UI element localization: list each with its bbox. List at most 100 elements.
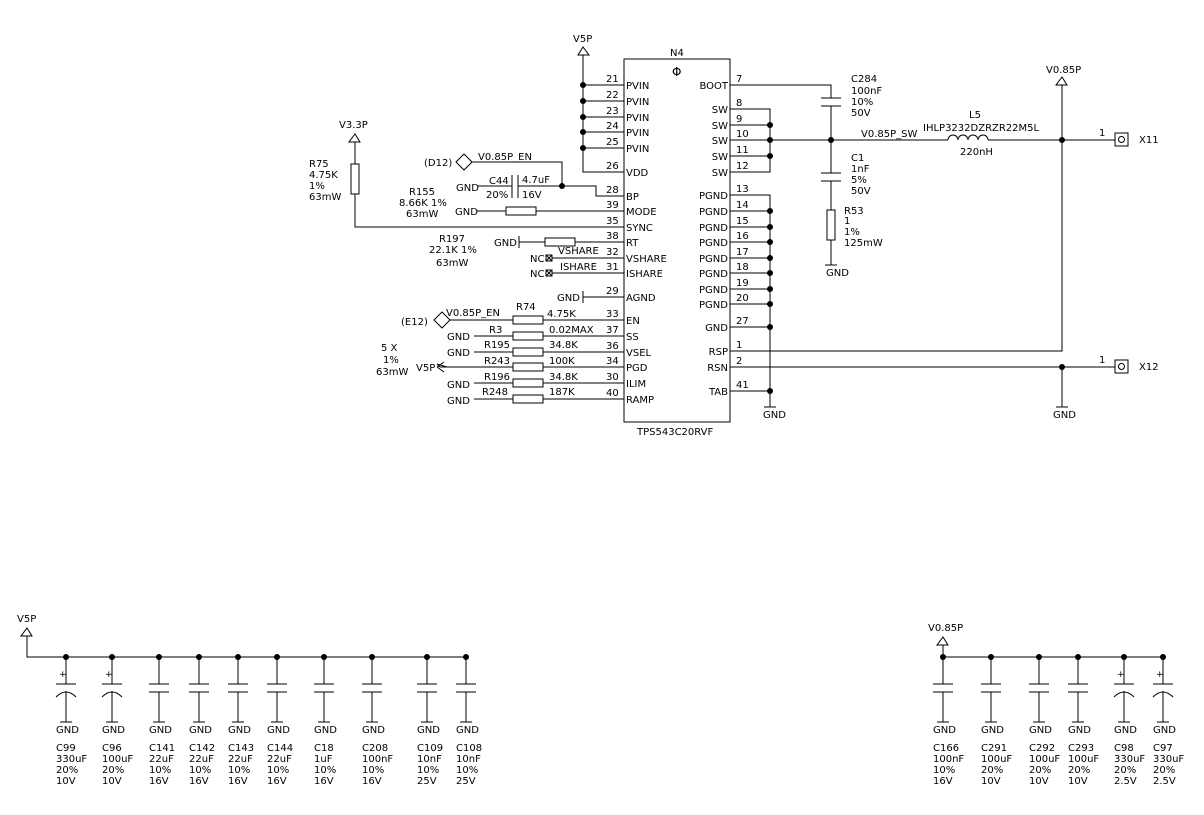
x12-gnd: GND: [1053, 410, 1076, 421]
share-nc: NC VSHARE NC ISHARE: [530, 246, 624, 280]
ic-pin-number: 2: [736, 356, 742, 367]
l5-ref: L5: [969, 110, 981, 121]
r3-value: 0.02MAX: [549, 325, 594, 336]
capacitor-value: 100uF: [981, 754, 1012, 765]
r196-gnd: GND: [447, 380, 470, 391]
capacitor-tolerance: 10%: [267, 765, 289, 776]
r75-power: 63mW: [309, 192, 341, 203]
capacitor-gnd-label: GND: [933, 725, 956, 736]
res-note-power: 63mW: [376, 367, 408, 378]
agnd-gnd: GND: [557, 293, 580, 304]
ic-pin-number: 9: [736, 114, 742, 125]
capacitor-ref: C166: [933, 743, 959, 754]
r53-power: 125mW: [844, 238, 883, 249]
r53-tolerance: 1%: [844, 227, 860, 238]
r195-value: 34.8K: [549, 340, 578, 351]
capacitor-ref: C208: [362, 743, 388, 754]
ic-pin-name: PGND: [699, 285, 728, 296]
ic-pin-name: SW: [712, 136, 728, 147]
c284-voltage: 50V: [851, 108, 871, 119]
ic-pin-name: PGND: [699, 269, 728, 280]
capacitor-voltage: 16V: [314, 776, 334, 787]
capacitor-voltage: 2.5V: [1114, 776, 1137, 787]
ic-pin-number: 16: [736, 231, 749, 242]
capacitor-value: 100nF: [933, 754, 964, 765]
x12-pin: 1: [1099, 355, 1105, 366]
capacitor-ref: C97: [1153, 743, 1173, 754]
c44-ref: C44: [489, 176, 509, 187]
capacitor-ref: C143: [228, 743, 254, 754]
bank-left-supply: V5P: [17, 614, 466, 658]
capacitor-plates: [1029, 683, 1049, 693]
x12-ref: X12: [1139, 362, 1159, 373]
capacitor-voltage: 10V: [56, 776, 76, 787]
ic-pin-number: 36: [606, 341, 619, 352]
r197-gnd: GND: [494, 238, 517, 249]
capacitor-value: 22uF: [228, 754, 253, 765]
capacitor-tolerance: 10%: [314, 765, 336, 776]
ic-pin-number: 13: [736, 184, 749, 195]
capacitor-tolerance: 10%: [149, 765, 171, 776]
r155-value: 8.66K 1%: [399, 198, 447, 209]
ic-pin-name: PGND: [699, 207, 728, 218]
ic-pin-number: 28: [606, 185, 619, 196]
ic-pin-number: 39: [606, 200, 619, 211]
inductor-l5: L5 IHLP3232DZRZR22M5L 220nH: [923, 110, 1115, 158]
r195-ref: R195: [484, 340, 510, 351]
ic-pin-name: SW: [712, 152, 728, 163]
ic-pin-name: EN: [626, 316, 640, 327]
ishare-net: ISHARE: [560, 262, 597, 273]
r196-value: 34.8K: [549, 372, 578, 383]
capacitor-plates: [149, 683, 169, 693]
r3-gnd: GND: [447, 332, 470, 343]
bank-right-supply: V0.85P: [928, 623, 1163, 658]
ic-pin-name: BP: [626, 192, 639, 203]
pgnd-gnd: GND: [763, 410, 786, 421]
capacitor-ref: C144: [267, 743, 293, 754]
capacitor-voltage: 2.5V: [1153, 776, 1176, 787]
r243-ref: R243: [484, 356, 510, 367]
capacitor-ref: C108: [456, 743, 482, 754]
capacitor-value: 330uF: [56, 754, 87, 765]
c284-value: 100nF: [851, 86, 882, 97]
ic-body-n4: [623, 58, 731, 423]
capacitor-tolerance: 10%: [417, 765, 439, 776]
capacitor-value: 100nF: [362, 754, 393, 765]
ic-pin-number: 30: [606, 372, 619, 383]
ic-pin-number: 12: [736, 161, 749, 172]
agnd-tie: GND: [557, 291, 624, 304]
capacitor-ref: C142: [189, 743, 215, 754]
capacitor-value: 10nF: [456, 754, 481, 765]
x11-ref: X11: [1139, 135, 1159, 146]
r155-gnd: GND: [455, 207, 478, 218]
capacitor-tolerance: 20%: [981, 765, 1003, 776]
ic-pin-name: SW: [712, 105, 728, 116]
capacitor-gnd-label: GND: [1153, 725, 1176, 736]
ic-pin-number: 32: [606, 247, 619, 258]
v085p-label-top: V0.85P: [1046, 65, 1081, 76]
ic-orientation-mark: Φ: [672, 65, 681, 79]
capacitor-ref: C96: [102, 743, 122, 754]
ic-pin-number: 27: [736, 316, 749, 327]
capacitor-gnd-label: GND: [189, 725, 212, 736]
ic-pin-number: 26: [606, 161, 619, 172]
r197-power: 63mW: [436, 258, 468, 269]
r197-ref: R197: [439, 234, 465, 245]
ic-pin-number: 35: [606, 216, 619, 227]
capacitor-ref: C291: [981, 743, 1007, 754]
r74-ref: R74: [516, 302, 536, 313]
capacitor-gnd-label: GND: [417, 725, 440, 736]
capacitor-voltage: 25V: [456, 776, 476, 787]
capacitor-plates: [189, 683, 209, 693]
v085p-sw-net: V0.85P_SW: [861, 129, 917, 140]
ic-pin-name: SW: [712, 168, 728, 179]
x11-pin: 1: [1099, 128, 1105, 139]
ic-pin-number: 23: [606, 106, 619, 117]
ic-pin-name: ISHARE: [626, 269, 663, 280]
